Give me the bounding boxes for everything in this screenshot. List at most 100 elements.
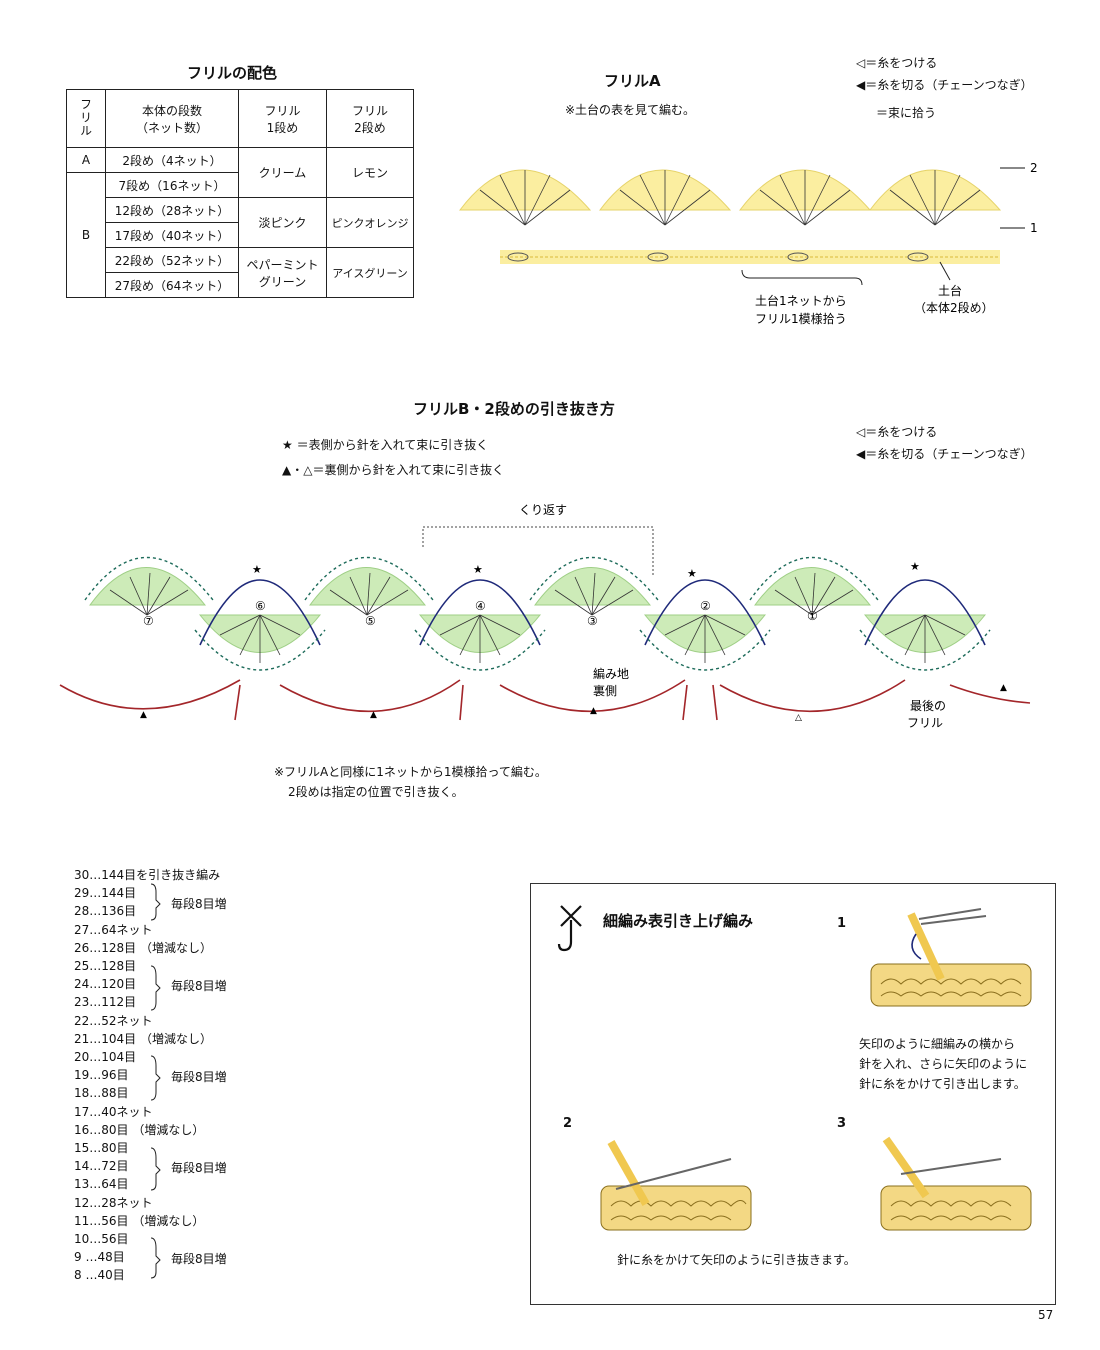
table-row: 27段め（64ネット） [105,272,239,298]
cell-mint: ペパーミント グリーン [238,247,327,298]
list-item: 12…28ネット [74,1195,153,1210]
frill-a-title: フリルA [604,72,661,90]
star-note: ★ ＝表側から針を入れて束に引き抜く [282,438,489,452]
back-side-label-1: 編み地 [593,666,629,681]
pick-label-1: 土台1ネットから [755,293,847,308]
frill-a-legend: ◁＝糸をつける ◀＝糸を切る（チェーンつなぎ） ＝束に拾う [856,52,1033,124]
list-item: 9 …48目 [74,1250,125,1265]
increase-label: 毎段8目増 [171,979,227,993]
increase-label: 毎段8目増 [171,1161,227,1175]
increase-label: 毎段8目増 [171,897,227,911]
repeat-label: くり返す [519,503,567,517]
base-leader [939,261,951,281]
fan-number-1: ① [807,609,818,623]
page-number: 57 [1038,1308,1054,1322]
step-2-number: 2 [563,1116,573,1131]
step-1-number: 1 [837,916,847,931]
row-count-list: 30…144目を引き抜き編み 29…144目 28…136目 27…64ネット … [74,866,220,1285]
legend-attach: ◁＝糸をつける [856,56,938,70]
svg-text:▲: ▲ [1000,683,1007,693]
table-row: 7段め（16ネット） [105,172,239,198]
svg-text:△: △ [795,713,802,723]
cell-cream: クリーム [238,147,327,198]
list-item: 29…144目 [74,886,137,901]
cell-ice: アイスグリーン [326,247,414,298]
last-frill-label-1: 最後の [910,699,946,713]
fan-number-6: ⑥ [255,599,266,613]
frill-b-green-edges [84,556,991,671]
row1-label: 1 [1030,221,1038,235]
fan-number-5: ⑤ [365,614,376,628]
frill-a-base-loops [507,252,929,262]
frill-b-red-drops [234,684,718,721]
frill-b-legend: ◁＝糸をつける ◀＝糸を切る（チェーンつなぎ） [856,421,1033,465]
list-item: 27…64ネット [74,922,153,937]
svg-text:▲: ▲ [370,710,377,720]
fan-number-7: ⑦ [143,614,154,628]
fan-number-4: ④ [475,599,486,613]
legend-cut: ◀＝糸を切る（チェーンつなぎ） [856,447,1033,461]
list-item: 25…128目 [74,959,137,974]
list-item: 23…112目 [74,995,137,1010]
legend-cut: ◀＝糸を切る（チェーンつなぎ） [856,78,1033,92]
increase-label: 毎段8目増 [171,1070,227,1084]
frill-a-fans [458,169,1002,211]
svg-text:★: ★ [687,567,697,580]
list-item: 8 …40目 [74,1268,125,1283]
increase-brackets [150,883,161,1279]
frill-a-diagram: 2 1 土台1ネットから フリル1模様拾う 土台 （本体2段め） [458,161,1038,326]
step-1-text-2: 針を入れ、さらに矢印のように [859,1057,1028,1071]
table-row: 17段め（40ネット） [105,222,239,248]
list-item: 26…128目 （増減なし） [74,940,212,955]
frill-b-navy-arcs [199,579,986,646]
frill-b-title: フリルB・2段めの引き抜き方 [413,400,615,418]
color-table-title: フリルの配色 [187,64,278,82]
cell-lemon: レモン [326,147,414,198]
back-side-label-2: 裏側 [593,683,617,698]
svg-text:▲: ▲ [140,710,147,720]
step-3-number: 3 [837,1116,847,1131]
list-item: 11…56目 （増減なし） [74,1213,205,1228]
list-item: 16…80目 （増減なし） [74,1122,205,1137]
header-rows: 本体の段数（ネット数） [105,89,239,148]
step-3-illustration [880,1136,1032,1231]
table-row: 2段め（4ネット） [105,147,239,173]
frill-b-spokes [109,572,966,663]
list-item: 15…80目 [74,1141,129,1156]
frill-b-triangles: ▲ ▲ ▲ △ ▲ [140,683,1007,723]
pick-bracket [741,269,863,286]
table-row: 22段め（52ネット） [105,247,239,273]
frill-b-diagram: くり返す [59,503,1031,730]
footnote-line-2: 2段めは指定の位置で引き抜く。 [288,785,464,799]
step-1-description: 矢印のように細編みの横から 針を入れ、さらに矢印のように 針に糸をかけて引き出し… [859,1034,1027,1094]
stitch-box-title: 細編み表引き上げ編み [603,912,754,930]
pick-label-2: フリル1模様拾う [755,311,847,326]
frill-b-red-chain [59,679,1031,713]
list-item: 21…104目 （増減なし） [74,1031,212,1046]
list-item: 10…56目 [74,1232,129,1247]
cell-frill-a: A [66,147,106,173]
header-frill: フリル [66,89,106,148]
svg-text:★: ★ [473,563,483,576]
list-item: 14…72目 [74,1159,129,1174]
step-2-description: 針に糸をかけて矢印のように引き抜きます。 [617,1253,856,1267]
table-row: 12段め（28ネット） [105,197,239,223]
svg-text:★: ★ [910,560,920,573]
list-item: 18…88目 [74,1086,129,1101]
list-item: 28…136目 [74,904,137,919]
legend-attach: ◁＝糸をつける [856,425,938,439]
svg-text:▲: ▲ [590,706,597,716]
repeat-bracket [422,526,654,575]
stitch-box: 細編み表引き上げ編み 1 2 3 矢印のように細編みの横から 針を入れ、さらに矢… [530,883,1056,1305]
row2-label: 2 [1030,161,1038,175]
legend-bundle: ＝束に拾う [876,106,937,120]
frill-a-spokes [479,170,981,226]
cell-pink-orange: ピンクオレンジ [326,197,414,248]
stitch-symbol-icon [557,905,582,952]
frill-b-stars: ★ ★ ★ ★ [252,560,920,580]
base-label-1: 土台 [938,283,962,298]
list-item: 22…52ネット [74,1013,153,1028]
svg-text:★: ★ [252,563,262,576]
